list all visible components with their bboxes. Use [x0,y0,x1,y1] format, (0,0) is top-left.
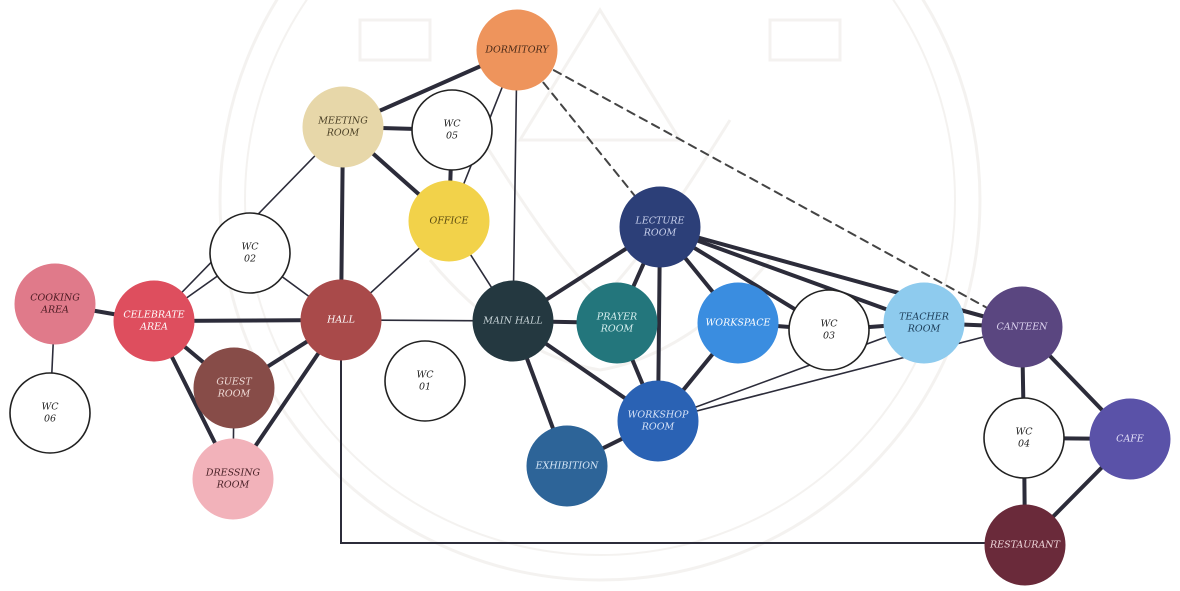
node-circle-teacher [883,282,965,364]
node-circle-canteen [981,286,1063,368]
node-label-hall-0: HALL [326,315,355,326]
node-label-mainhall-0: MAIN HALL [482,316,542,327]
node-label-workspace-0: WORKSPACE [706,318,771,329]
node-label-meeting-0: MEETING [317,116,368,127]
edge-canteen-workshop [657,326,1023,422]
node-circle-lecture [619,186,701,268]
node-label-workshop-0: WORKSHOP [628,410,689,421]
node-circle-workspace [697,282,779,364]
node-circle-wc03 [788,289,870,371]
node-label-guest-1: ROOM [217,389,251,400]
node-label-wc02-1: 02 [244,254,256,265]
node-circle-meeting [302,86,384,168]
node-label-celebrate-0: CELEBRATE [123,310,184,321]
node-label-meeting-1: ROOM [326,128,360,139]
node-hall: HALL [300,279,382,361]
node-label-dressing-1: ROOM [216,480,250,491]
edge-lecture-teacher [658,225,926,325]
node-circle-exhibition [526,425,608,507]
node-label-lecture-1: ROOM [643,228,677,239]
edge-teacher-workshop [657,322,925,422]
node-circle-mainhall [472,280,554,362]
node-label-dressing-0: DRESSING [205,468,261,479]
node-circle-prayer [576,282,658,364]
node-circle-restaurant [984,504,1066,586]
node-label-dormitory-0: DORMITORY [484,45,550,56]
node-label-teacher-0: TEACHER [899,312,949,323]
node-mainhall: MAIN HALL [472,280,554,362]
node-circle-hall [300,279,382,361]
node-workspace: WORKSPACE [697,282,779,364]
edge-dormitory-mainhall [512,49,518,322]
node-layer: DORMITORYMEETINGROOMWC05OFFICEWC02COOKIN… [9,9,1171,586]
node-label-wc05-1: 05 [446,131,458,142]
node-circle-cooking [14,263,96,345]
node-label-wc05-0: WC [443,119,461,130]
node-label-guest-0: GUEST [216,377,252,388]
node-label-prayer-0: PRAYER [596,312,637,323]
node-circle-dormitory [476,9,558,91]
node-circle-office [408,180,490,262]
node-label-wc02-0: WC [241,242,259,253]
node-label-wc03-1: 03 [823,331,835,342]
node-label-cafe-0: CAFE [1116,434,1144,445]
node-label-wc04-1: 04 [1018,439,1030,450]
node-office: OFFICE [408,180,490,262]
node-label-workshop-1: ROOM [641,422,675,433]
node-label-restaurant-0: RESTAURANT [989,540,1061,551]
node-circle-wc02 [209,212,291,294]
node-cafe: CAFE [1089,398,1171,480]
node-circle-celebrate [113,280,195,362]
node-circle-wc01 [384,340,466,422]
node-exhibition: EXHIBITION [526,425,608,507]
node-restaurant: RESTAURANT [984,504,1066,586]
edge-dormitory-canteen [516,49,1023,328]
node-label-lecture-0: LECTURE [635,216,685,227]
node-label-canteen-0: CANTEEN [997,322,1049,333]
node-circle-wc05 [411,89,493,171]
node-circle-guest [193,347,275,429]
node-label-wc06-1: 06 [44,414,56,425]
node-label-wc03-0: WC [820,319,838,330]
node-label-wc01-0: WC [416,370,434,381]
node-circle-workshop [617,380,699,462]
node-circle-wc06 [9,372,91,454]
node-label-wc04-0: WC [1015,427,1033,438]
node-dormitory: DORMITORY [476,9,558,91]
node-label-exhibition-0: EXHIBITION [535,461,599,472]
node-circle-cafe [1089,398,1171,480]
node-label-cooking-0: COOKING [30,293,80,304]
node-label-office-0: OFFICE [430,216,469,227]
node-label-wc01-1: 01 [419,382,431,393]
node-label-cooking-1: AREA [40,305,69,316]
node-circle-wc04 [983,397,1065,479]
edge-hall-restaurant [340,319,986,544]
node-circle-dressing [192,438,274,520]
node-label-prayer-1: ROOM [600,324,634,335]
node-label-celebrate-1: AREA [139,322,168,333]
node-label-teacher-1: ROOM [907,324,941,335]
node-label-wc06-0: WC [41,402,59,413]
node-canteen: CANTEEN [981,286,1063,368]
